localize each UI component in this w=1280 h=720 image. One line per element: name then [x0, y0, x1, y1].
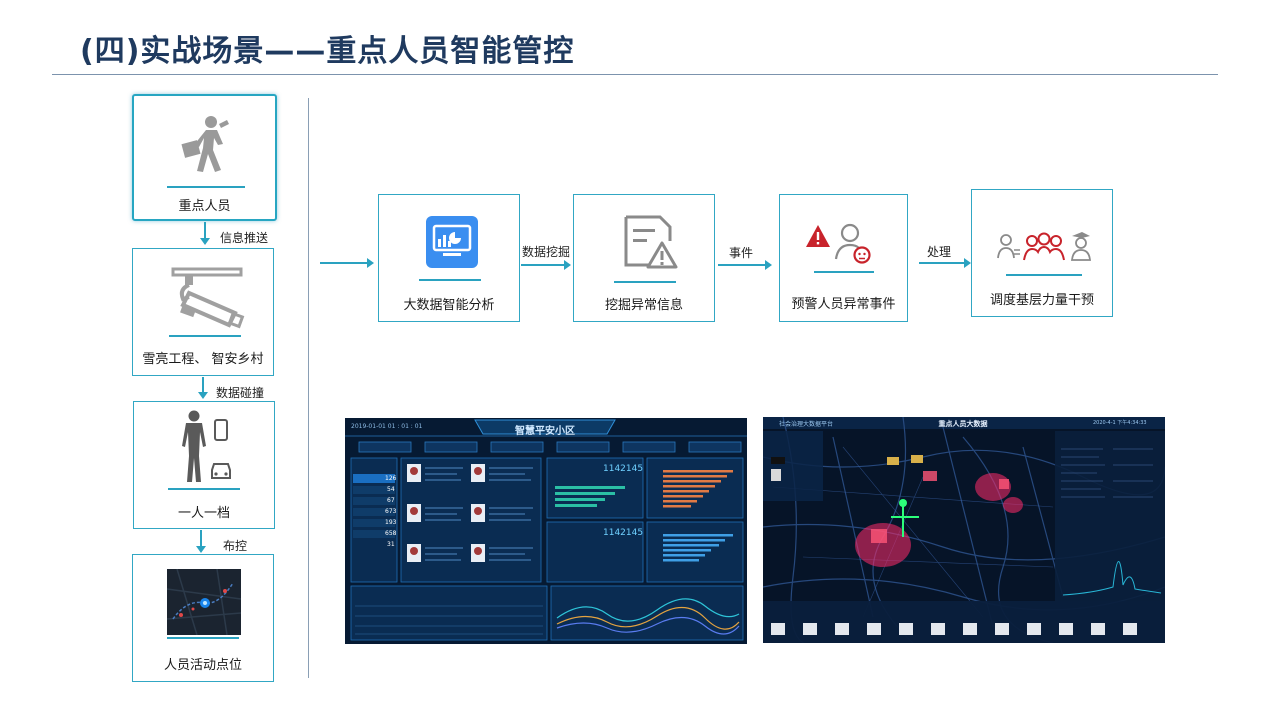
title-divider: [52, 74, 1218, 75]
dashboard-title: 智慧平安小区: [515, 426, 575, 437]
map-datetime: 2020-4-1 下午4:34:33: [1093, 420, 1147, 426]
stat-value: 126: [385, 475, 397, 482]
map-graphic: [763, 417, 1165, 643]
step-label: 人员活动点位: [163, 658, 242, 673]
surveillance-camera-icon: [171, 267, 245, 329]
step-label: 一人一档: [177, 506, 230, 521]
stat-value: 658: [385, 530, 397, 537]
arrow-data-mining: [521, 260, 571, 270]
arrow-deploy-control: [196, 530, 206, 553]
step-underline: [167, 186, 245, 188]
arrow-handle: [919, 258, 971, 268]
step-label: 调度基层力量干预: [989, 293, 1094, 308]
alert-person-icon: [806, 223, 871, 264]
step-underline: [169, 335, 241, 337]
main-step-mine-anomaly[interactable]: 挖掘异常信息: [573, 194, 715, 322]
arrow-data-collision: [198, 377, 208, 399]
step-underline: [167, 637, 239, 639]
arrow-label: 信息推送: [220, 231, 269, 245]
personnel-group-icon: [997, 232, 1091, 261]
arrow-label: 数据挖掘: [522, 245, 571, 259]
step-underline: [614, 281, 676, 283]
dashboard-datetime: 2019-01-01 01 : 01 : 01: [351, 423, 423, 430]
map-platform-name: 社会治理大数据平台: [779, 421, 834, 428]
map-title: 重点人员大数据: [938, 420, 988, 428]
main-step-alert-event[interactable]: 预警人员异常事件: [779, 194, 908, 322]
step-underline: [814, 271, 874, 273]
monitor-chart-icon: [426, 216, 478, 268]
arrow-event: [718, 260, 772, 270]
step-underline: [168, 488, 240, 490]
arrow-label: 处理: [927, 245, 952, 259]
arrow-into-analysis: [320, 258, 374, 268]
page-title: (四)实战场景——重点人员智能管控: [80, 34, 575, 69]
stat-value: 67: [387, 497, 395, 504]
dashboard-big-number-bottom: 1142145: [603, 528, 644, 538]
step-label: 预警人员异常事件: [791, 297, 896, 312]
main-step-bigdata-analysis[interactable]: 大数据智能分析: [378, 194, 520, 322]
stat-value: 193: [385, 519, 397, 526]
arrow-label: 事件: [729, 246, 754, 260]
walking-person-icon: [181, 116, 229, 172]
activity-map-thumbnail: [167, 569, 241, 635]
main-step-dispatch-grassroots[interactable]: 调度基层力量干预: [971, 189, 1113, 317]
step-underline: [1006, 274, 1082, 276]
left-step-camera[interactable]: 雪亮工程、 智安乡村: [132, 248, 274, 376]
step-underline: [419, 279, 481, 281]
step-label: 重点人员: [178, 199, 231, 214]
step-label: 雪亮工程、 智安乡村: [142, 352, 264, 367]
arrow-label: 布控: [223, 539, 248, 553]
vertical-divider: [308, 98, 309, 678]
arrow-info-push: [200, 222, 210, 245]
step-label: 大数据智能分析: [403, 298, 495, 313]
dashboard-screenshot-smart-community: 智慧平安小区 2019-01-01 01 : 01 : 01 1142145 1…: [345, 418, 747, 644]
body-profile-icon: [182, 410, 231, 482]
left-step-profile[interactable]: 一人一档: [133, 401, 275, 529]
step-label: 挖掘异常信息: [604, 298, 683, 313]
left-step-key-person[interactable]: 重点人员: [132, 94, 277, 221]
stat-value: 673: [385, 508, 397, 515]
dashboard-graphic: [345, 418, 747, 644]
stat-value: 54: [387, 486, 395, 493]
map-screenshot-key-person-bigdata: 社会治理大数据平台 重点人员大数据 2020-4-1 下午4:34:33: [763, 417, 1165, 643]
dashboard-big-number-top: 1142145: [603, 464, 644, 474]
document-warning-icon: [624, 215, 678, 269]
left-step-activity-points[interactable]: 人员活动点位: [132, 554, 274, 682]
arrow-label: 数据碰撞: [216, 386, 265, 400]
stat-value: 31: [387, 541, 395, 548]
